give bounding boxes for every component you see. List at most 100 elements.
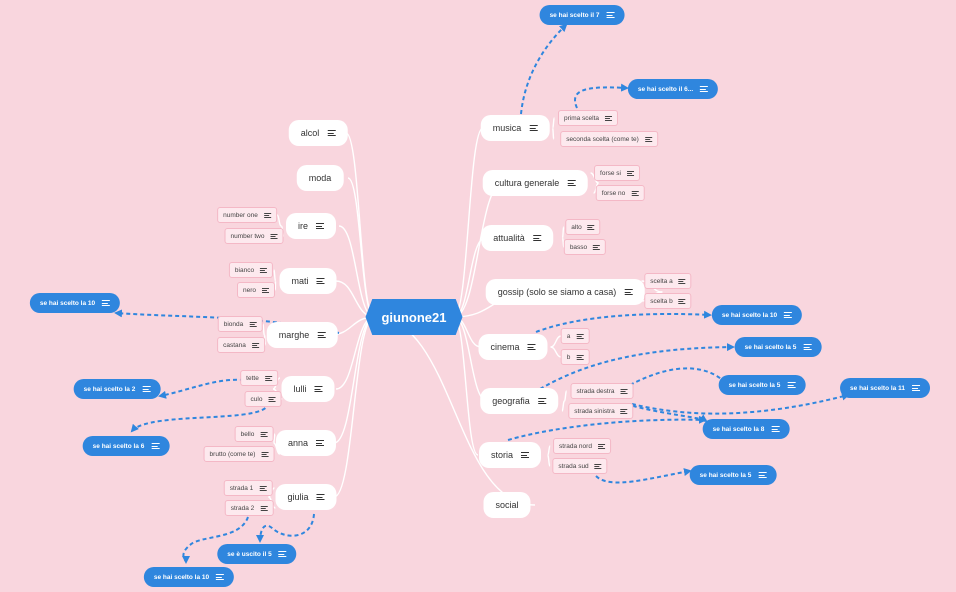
subtopic-right-5-1-label: strada sinistra (574, 407, 615, 415)
callout-11[interactable]: se è uscito il 5 (217, 544, 297, 564)
central-topic[interactable]: giunone21 (365, 299, 463, 335)
subtopic-right-4-1[interactable]: b (560, 349, 590, 365)
callout-8[interactable]: se hai scelto la 5 (689, 465, 777, 485)
subtopic-right-0-0[interactable]: prima scelta (557, 110, 619, 126)
subtopic-right-6-1[interactable]: strada sud (552, 458, 608, 474)
callout-5[interactable]: se hai scelto la 5 (718, 375, 806, 395)
note-icon (142, 386, 151, 392)
central-topic-label: giunone21 (381, 309, 447, 325)
subtopic-left-5-0[interactable]: tette (240, 370, 278, 386)
topic-right-0[interactable]: musica (480, 115, 550, 141)
subtopic-right-3-1-label: scelta b (650, 297, 673, 305)
subtopic-right-4-0[interactable]: a (560, 328, 590, 344)
callout-2[interactable]: se hai scelto la 10 (29, 293, 121, 313)
topic-left-3-label: mati (291, 276, 309, 286)
topic-left-1[interactable]: moda (296, 165, 344, 191)
subtopic-left-3-0[interactable]: bianco (228, 262, 274, 278)
topic-right-4-label: cinema (490, 342, 520, 352)
subtopic-left-7-0-label: strada 1 (229, 484, 254, 492)
subtopic-right-0-1[interactable]: seconda scelta (come te) (560, 131, 658, 147)
callout-8-label: se hai scelto la 5 (699, 471, 752, 479)
note-icon (260, 505, 268, 511)
subtopic-left-5-1[interactable]: culo (244, 391, 282, 407)
topic-left-8[interactable]: social (483, 492, 531, 518)
subtopic-left-6-1[interactable]: brutto (come te) (203, 446, 275, 462)
callout-12[interactable]: se hai scelto la 10 (143, 567, 235, 587)
callout-4[interactable]: se hai scelto la 5 (734, 337, 822, 357)
callout-10-label: se hai scelto la 6 (92, 442, 145, 450)
topic-right-5[interactable]: geografia (480, 388, 558, 414)
callout-6[interactable]: se hai scelto la 11 (840, 378, 930, 398)
topic-right-1[interactable]: cultura generale (482, 170, 588, 196)
note-icon (784, 312, 793, 318)
topic-left-1-label: moda (308, 173, 332, 183)
topic-left-4[interactable]: marghe (266, 322, 338, 348)
callout-9[interactable]: se hai scelto la 2 (73, 379, 161, 399)
topic-left-7[interactable]: giulia (275, 484, 337, 510)
note-icon (700, 86, 709, 92)
subtopic-right-2-0[interactable]: alto (565, 219, 601, 235)
subtopic-right-2-1[interactable]: basso (563, 239, 607, 255)
note-icon (317, 332, 326, 338)
subtopic-left-4-1[interactable]: castana (217, 337, 265, 353)
callout-1[interactable]: se hai scelto il 6... (627, 79, 719, 99)
subtopic-right-1-1[interactable]: forse no (595, 185, 645, 201)
topic-left-3[interactable]: mati (279, 268, 337, 294)
callout-0[interactable]: se hai scelto il 7 (539, 5, 625, 25)
subtopic-left-3-1-label: nero (242, 286, 257, 294)
note-icon (620, 408, 628, 414)
note-icon (102, 300, 111, 306)
subtopic-left-2-0[interactable]: number one (217, 207, 277, 223)
topic-left-6-label: anna (287, 438, 309, 448)
note-icon (216, 574, 225, 580)
topic-left-6[interactable]: anna (275, 430, 337, 456)
topic-right-4[interactable]: cinema (478, 334, 548, 360)
topic-right-6-label: storia (490, 450, 514, 460)
topic-right-3-label: gossip (solo se siamo a casa) (497, 287, 617, 297)
callout-11-label: se è uscito il 5 (227, 550, 272, 558)
relationship-arrow (595, 468, 692, 484)
topic-right-3[interactable]: gossip (solo se siamo a casa) (485, 279, 645, 305)
subtopic-right-2-1-label: basso (569, 243, 588, 251)
note-icon (605, 115, 613, 121)
topic-left-0[interactable]: alcol (288, 120, 348, 146)
branch-link (453, 237, 486, 318)
subtopic-right-0-1-label: seconda scelta (come te) (566, 135, 639, 143)
relationship-arrow (625, 403, 708, 423)
topic-right-0-label: musica (492, 123, 522, 133)
subtopic-left-6-0[interactable]: bello (234, 426, 274, 442)
subtopic-left-2-1[interactable]: number two (224, 228, 284, 244)
subtopic-right-5-0[interactable]: strada destra (570, 383, 634, 399)
topic-right-2[interactable]: attualità (481, 225, 553, 251)
callout-10[interactable]: se hai scelto la 6 (82, 436, 170, 456)
subtopic-right-3-0[interactable]: scelta a (644, 273, 692, 289)
note-icon (532, 235, 541, 241)
topic-left-2[interactable]: ire (285, 213, 337, 239)
callout-3[interactable]: se hai scelto la 10 (711, 305, 803, 325)
branch-link (338, 225, 375, 318)
callout-5-label: se hai scelto la 5 (728, 381, 781, 389)
subtopic-right-1-0-label: forse si (600, 169, 621, 177)
note-icon (260, 267, 268, 273)
subtopic-right-5-1[interactable]: strada sinistra (568, 403, 634, 419)
subtopic-left-5-0-label: tette (246, 374, 259, 382)
note-icon (260, 431, 268, 437)
callout-7[interactable]: se hai scelto la 8 (702, 419, 790, 439)
branch-link (333, 316, 375, 498)
topic-left-5[interactable]: lulli (281, 376, 335, 402)
subtopic-right-3-1[interactable]: scelta b (644, 293, 692, 309)
note-icon (567, 180, 576, 186)
subtopic-left-7-1[interactable]: strada 2 (224, 500, 274, 516)
note-icon (327, 130, 336, 136)
note-icon (911, 385, 920, 391)
note-icon (787, 382, 796, 388)
subtopic-left-3-1[interactable]: nero (236, 282, 276, 298)
topic-right-6[interactable]: storia (478, 442, 542, 468)
subtopic-link (273, 269, 277, 282)
subtopic-left-7-0[interactable]: strada 1 (223, 480, 273, 496)
subtopic-right-6-0[interactable]: strada nord (553, 438, 611, 454)
subtopic-left-6-0-label: bello (240, 430, 255, 438)
subtopic-link (551, 127, 555, 140)
subtopic-right-1-0[interactable]: forse si (594, 165, 640, 181)
subtopic-left-4-0[interactable]: bionda (217, 316, 263, 332)
